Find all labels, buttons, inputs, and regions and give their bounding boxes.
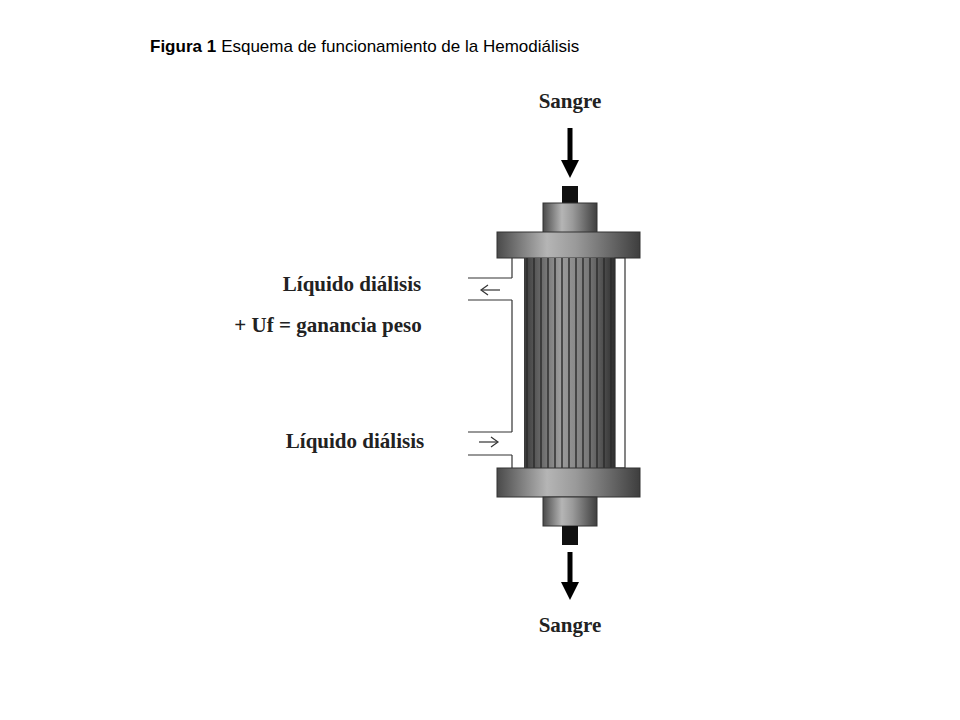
housing-wall	[511, 258, 512, 278]
housing-wall	[511, 300, 512, 432]
blood-in-arrow	[561, 128, 579, 178]
fiber-bundle	[524, 258, 615, 468]
fiber	[589, 258, 590, 468]
fiber	[561, 258, 562, 468]
end-cap	[543, 497, 597, 526]
flow-label: + Uf = ganancia peso	[234, 313, 421, 338]
dialysate-in-port	[468, 432, 512, 455]
flange	[497, 232, 640, 258]
port-wall	[468, 277, 512, 278]
fiber	[582, 258, 583, 468]
fiber	[554, 258, 555, 468]
nozzle	[562, 526, 578, 545]
flow-label: Sangre	[539, 613, 602, 638]
fiber	[568, 258, 569, 468]
flow-arrow	[482, 289, 500, 290]
fiber	[547, 258, 548, 468]
flow-label: Líquido diálisis	[283, 272, 421, 297]
nozzle	[562, 186, 578, 204]
port-wall	[468, 299, 512, 300]
port-wall	[468, 454, 512, 455]
arrow-head	[561, 582, 579, 600]
housing-wall	[615, 258, 625, 468]
flow-label: Líquido diálisis	[286, 429, 424, 454]
fiber	[596, 258, 597, 468]
flow-arrow-head	[481, 285, 488, 295]
housing-wall	[511, 455, 512, 468]
fiber-lines	[527, 258, 611, 468]
fiber	[610, 258, 611, 468]
fiber	[603, 258, 604, 468]
fiber	[526, 258, 527, 468]
end-cap	[543, 203, 597, 233]
arrow-shaft	[568, 552, 573, 586]
port-wall	[468, 431, 512, 432]
arrow-shaft	[568, 128, 573, 164]
flow-arrow	[479, 441, 497, 442]
dialysate-out-port	[468, 278, 512, 300]
fiber	[533, 258, 534, 468]
arrow-head	[561, 160, 579, 178]
housing	[512, 258, 625, 468]
fiber	[575, 258, 576, 468]
fiber	[540, 258, 541, 468]
blood-out-arrow	[561, 552, 579, 600]
flow-arrow-head	[491, 437, 498, 447]
flow-label: Sangre	[539, 89, 602, 114]
figure-title: Esquema de funcionamiento de la Hemodiál…	[221, 37, 579, 57]
figure-number: Figura 1	[150, 37, 216, 57]
flange	[497, 468, 640, 497]
